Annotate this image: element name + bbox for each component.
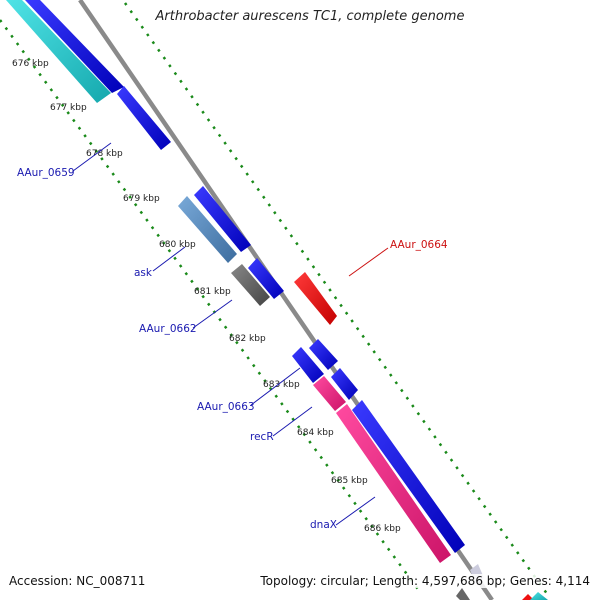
gene-label-ask[interactable]: ask [134,267,153,279]
gene-aaur-0662[interactable] [231,264,270,306]
gene-ask[interactable] [178,196,237,263]
callout-aaur-0664 [348,247,389,277]
ruler-track-outer [123,2,552,599]
gene-partial-teal [530,592,548,600]
callout-aaur-0663 [250,367,301,406]
gene-aaur-0663-partner[interactable] [309,339,338,370]
ruler-label: 677 kbp [50,103,87,113]
gene-dnax-partner[interactable] [352,400,465,553]
callout-aaur-0662 [192,299,233,329]
gene-dnax[interactable] [336,404,451,563]
ruler-label: 676 kbp [12,59,49,69]
ruler-label: 678 kbp [86,149,123,159]
gene-partial-grey [456,588,470,600]
gene-label-dnax[interactable]: dnaX [310,519,337,531]
callout-aaur-0659 [72,142,112,172]
ruler-label: 684 kbp [297,428,334,438]
gene-label-aaur-0664[interactable]: AAur_0664 [390,239,448,251]
ruler-track-inner [0,19,422,593]
map-title: Arthrobacter aurescens TC1, complete gen… [155,9,465,24]
gene-label-recr[interactable]: recR [250,431,274,443]
gene-aaur-0662-partner[interactable] [248,258,284,299]
genome-summary-text: Topology: circular; Length: 4,597,686 bp… [260,574,590,588]
callout-ask [152,246,186,272]
gene-teal-left[interactable] [6,0,111,103]
ruler-label: 682 kbp [229,334,266,344]
gene-recr-partner[interactable] [331,368,358,400]
gene-label-aaur-0662[interactable]: AAur_0662 [139,323,197,335]
gene-aaur-0659[interactable] [25,0,124,93]
gene-aaur-0663[interactable] [292,347,324,383]
gene-label-aaur-0659[interactable]: AAur_0659 [17,167,75,179]
ruler-label: 686 kbp [364,524,401,534]
gene-aaur-0664[interactable] [294,272,337,325]
gene-aaur-0660[interactable] [117,86,171,150]
gene-recr[interactable] [313,376,346,411]
ruler-label: 681 kbp [194,287,231,297]
callout-recr [272,406,313,437]
accession-text: Accession: NC_008711 [9,574,146,588]
ruler-label: 685 kbp [331,476,368,486]
gene-partial-red [522,594,534,600]
ruler-label: 679 kbp [123,194,160,204]
gene-label-aaur-0663[interactable]: AAur_0663 [197,401,255,413]
ruler-label: 683 kbp [263,380,300,390]
gene-ask-partner[interactable] [194,186,251,252]
ruler-label: 680 kbp [159,240,196,250]
callout-dnax [335,496,376,526]
